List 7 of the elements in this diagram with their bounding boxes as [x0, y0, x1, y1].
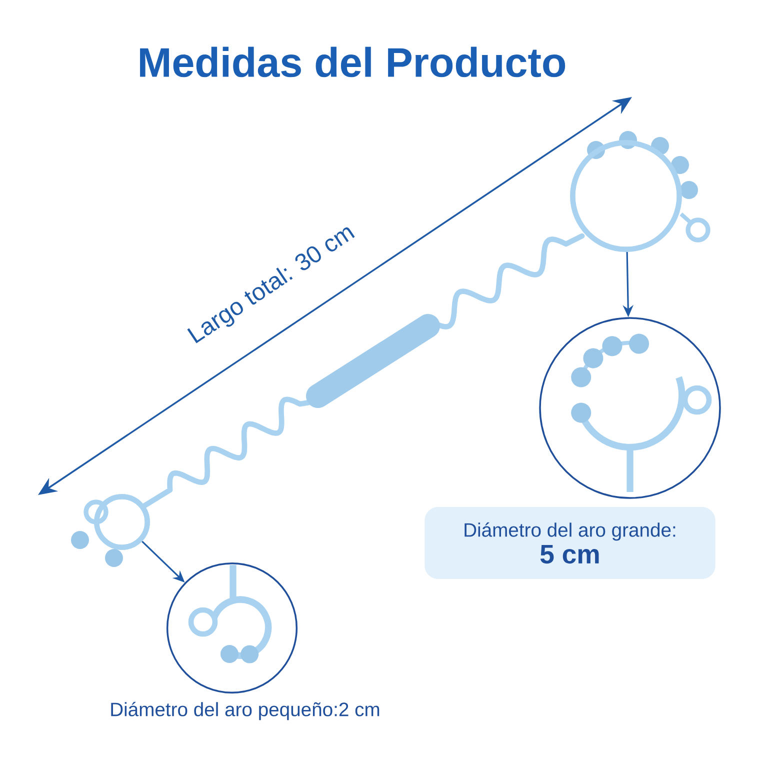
caption-text: Diámetro del aro pequeño:2 cm	[111, 702, 380, 720]
callout-box: Diámetro del aro grande: 5 cm	[424, 507, 716, 579]
magnified-ring-drawing	[539, 317, 721, 499]
magnified-ring-drawing	[166, 562, 298, 694]
ring-drawing	[94, 494, 150, 550]
ring-drawing	[570, 140, 682, 252]
title: Medidas del Producto	[140, 46, 566, 78]
